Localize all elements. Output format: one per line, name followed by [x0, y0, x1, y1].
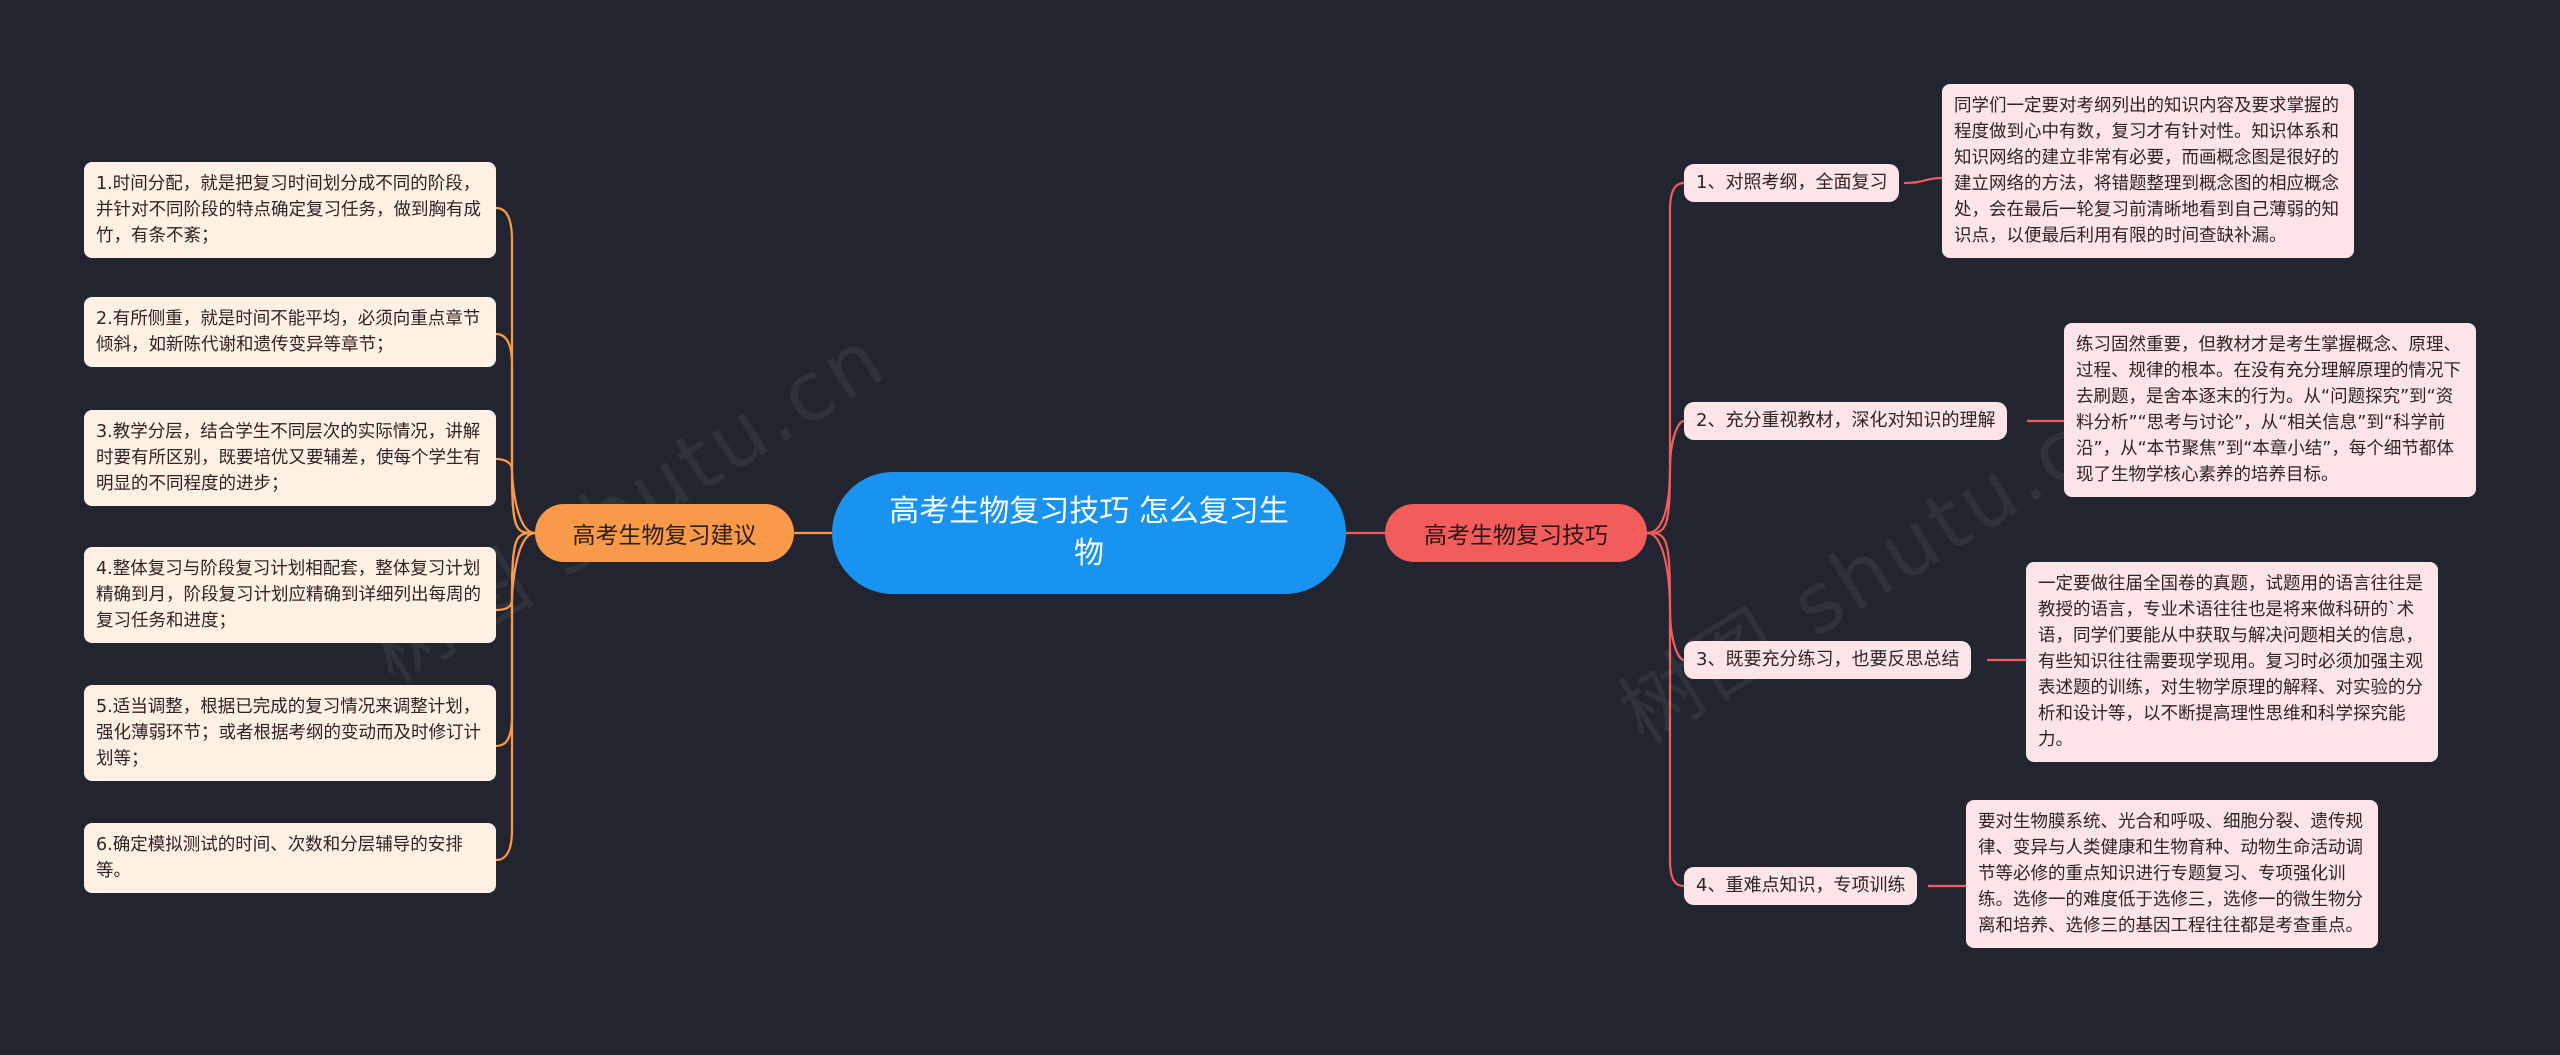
root-label: 高考生物复习技巧 怎么复习生物 [889, 494, 1289, 571]
technique-label: 4、重难点知识，专项训练 [1696, 875, 1906, 896]
technique-detail-text: 练习固然重要，但教材才是考生掌握概念、原理、过程、规律的根本。在没有充分理解原理… [2076, 335, 2461, 485]
technique-detail-3[interactable]: 一定要做往届全国卷的真题，试题用的语言往往是教授的语言，专业术语往往也是将来做科… [2026, 562, 2438, 762]
technique-detail-text: 要对生物膜系统、光合和呼吸、细胞分裂、遗传规律、变异与人类健康和生物育种、动物生… [1978, 812, 2363, 936]
suggestion-card-1[interactable]: 1.时间分配，就是把复习时间划分成不同的阶段，并针对不同阶段的特点确定复习任务，… [84, 162, 496, 258]
suggestion-text: 4.整体复习与阶段复习计划相配套，整体复习计划精确到月，阶段复习计划应精确到详细… [96, 559, 481, 631]
technique-node-1[interactable]: 1、对照考纲，全面复习 [1684, 164, 1900, 202]
technique-detail-text: 一定要做往届全国卷的真题，试题用的语言往往是教授的语言，专业术语往往也是将来做科… [2038, 574, 2423, 750]
suggestion-text: 2.有所侧重，就是时间不能平均，必须向重点章节倾斜，如新陈代谢和遗传变异等章节； [96, 309, 481, 355]
link-right-3 [1646, 531, 1685, 662]
branch-review-suggestions[interactable]: 高考生物复习建议 [535, 504, 794, 562]
technique-label: 1、对照考纲，全面复习 [1696, 172, 1888, 193]
suggestion-text: 6.确定模拟测试的时间、次数和分层辅导的安排等。 [96, 835, 463, 881]
link-left-3 [495, 457, 536, 535]
link-right-1 [1646, 181, 1685, 535]
technique-node-3[interactable]: 3、既要充分练习，也要反思总结 [1684, 641, 1972, 679]
suggestion-text: 5.适当调整，根据已完成的复习情况来调整计划，强化薄弱环节；或者根据考纲的变动而… [96, 697, 481, 769]
technique-detail-2[interactable]: 练习固然重要，但教材才是考生掌握概念、原理、过程、规律的根本。在没有充分理解原理… [2064, 323, 2476, 497]
technique-node-2[interactable]: 2、充分重视教材，深化对知识的理解 [1684, 402, 2008, 440]
suggestion-card-3[interactable]: 3.教学分层，结合学生不同层次的实际情况，讲解时要有所区别，既要培优又要辅差，使… [84, 410, 496, 506]
branch-label: 高考生物复习技巧 [1424, 523, 1608, 549]
suggestion-card-4[interactable]: 4.整体复习与阶段复习计划相配套，整体复习计划精确到月，阶段复习计划应精确到详细… [84, 547, 496, 643]
suggestion-card-5[interactable]: 5.适当调整，根据已完成的复习情况来调整计划，强化薄弱环节；或者根据考纲的变动而… [84, 685, 496, 781]
technique-detail-1[interactable]: 同学们一定要对考纲列出的知识内容及要求掌握的程度做到心中有数，复习才有针对性。知… [1942, 84, 2354, 258]
branch-label: 高考生物复习建议 [572, 523, 757, 549]
link-right-4 [1646, 531, 1685, 888]
link-left-6 [495, 531, 536, 862]
link-right-2 [1646, 419, 1685, 535]
link-right-1-detail [1903, 176, 1943, 185]
technique-label: 3、既要充分练习，也要反思总结 [1696, 649, 1960, 670]
technique-node-4[interactable]: 4、重难点知识，专项训练 [1684, 867, 1918, 905]
technique-detail-text: 同学们一定要对考纲列出的知识内容及要求掌握的程度做到心中有数，复习才有针对性。知… [1954, 96, 2339, 246]
link-left-1 [495, 206, 536, 535]
suggestion-text: 1.时间分配，就是把复习时间划分成不同的阶段，并针对不同阶段的特点确定复习任务，… [96, 174, 481, 246]
suggestion-card-6[interactable]: 6.确定模拟测试的时间、次数和分层辅导的安排等。 [84, 823, 496, 893]
technique-detail-4[interactable]: 要对生物膜系统、光合和呼吸、细胞分裂、遗传规律、变异与人类健康和生物育种、动物生… [1966, 800, 2378, 948]
suggestion-card-2[interactable]: 2.有所侧重，就是时间不能平均，必须向重点章节倾斜，如新陈代谢和遗传变异等章节； [84, 297, 496, 367]
branch-review-techniques[interactable]: 高考生物复习技巧 [1385, 504, 1647, 562]
suggestion-text: 3.教学分层，结合学生不同层次的实际情况，讲解时要有所区别，既要培优又要辅差，使… [96, 422, 481, 494]
root-node[interactable]: 高考生物复习技巧 怎么复习生物 [832, 472, 1346, 594]
technique-label: 2、充分重视教材，深化对知识的理解 [1696, 410, 1996, 431]
